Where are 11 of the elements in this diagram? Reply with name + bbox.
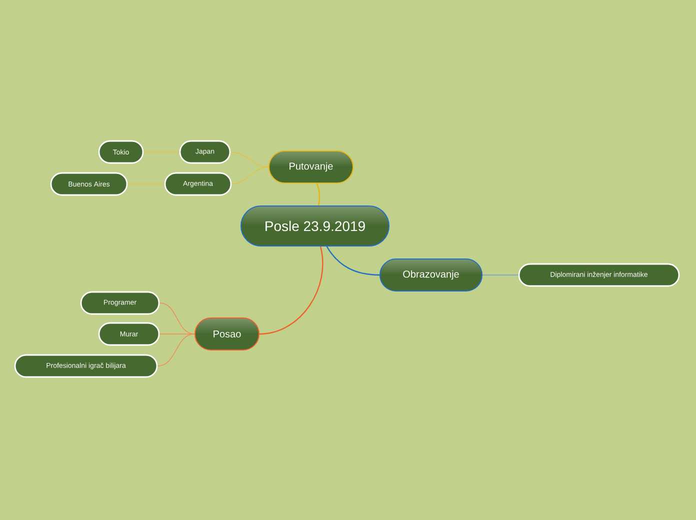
topic-box: Posao xyxy=(194,318,260,350)
connector xyxy=(316,183,320,206)
connector xyxy=(259,246,324,335)
connector xyxy=(231,166,269,184)
connector xyxy=(326,246,380,276)
topic-box: Putovanje xyxy=(268,150,354,184)
connector xyxy=(230,152,269,168)
central-topic-box: Posle 23.9.2019 xyxy=(240,206,390,246)
connector xyxy=(157,334,195,366)
topic-box: Obrazovanje xyxy=(380,258,482,292)
connector xyxy=(482,274,519,276)
